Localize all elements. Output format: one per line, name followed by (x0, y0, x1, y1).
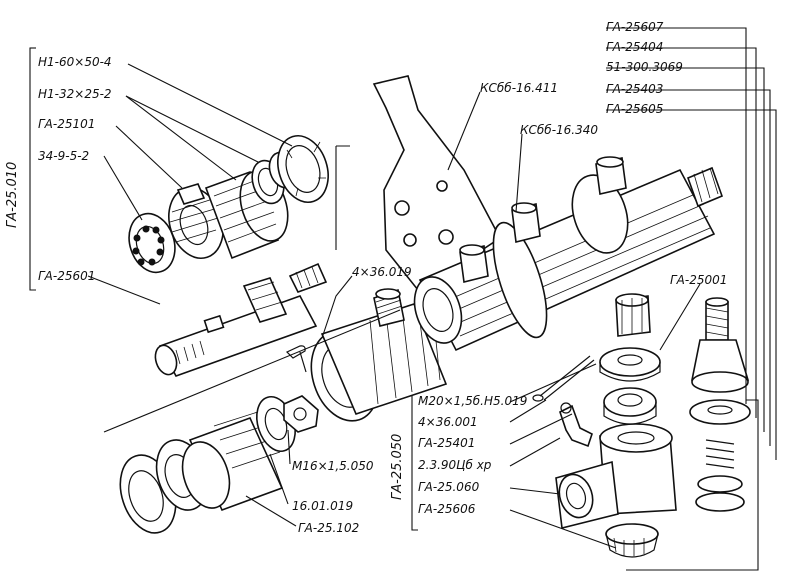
cap-ring-bottom (605, 523, 659, 558)
label-ga-25001: ГА-25001 (670, 273, 727, 287)
bracket-group-25050: ГА-25.050 (390, 385, 418, 531)
label-ga-25060: ГА-25.060 (418, 480, 480, 494)
label-ga-25101: ГА-25101 (38, 117, 95, 131)
threaded-shaft-25601 (154, 262, 328, 377)
label-ga-25605: ГА-25605 (606, 102, 663, 116)
pivot-tube-ks340 (413, 166, 724, 352)
label-ga-25601: ГА-25601 (38, 269, 95, 283)
grease-nipple-b (511, 202, 541, 243)
label-m20: М20×1,5б.Н5.019 (418, 394, 527, 408)
label-h1-60: Н1-60×50-4 (38, 55, 112, 69)
cotter-pin-001 (532, 355, 595, 402)
label-34-9-5-2: 34-9-5-2 (38, 149, 89, 163)
label-ga-25010: ГА-25.010 (5, 162, 20, 228)
bushing-ring-right (603, 387, 657, 425)
knuckle-housing (555, 423, 677, 529)
label-2-3-90: 2.3.90Цб хр (418, 458, 492, 472)
grease-nipple-c (595, 156, 627, 195)
label-h1-32: Н1-32×25-2 (38, 87, 112, 101)
label-4x36-019: 4×36.019 (352, 265, 412, 279)
bracket-group-25010: ГА-25.010 (5, 47, 36, 291)
large-seal-ring (277, 135, 329, 203)
washer-right (599, 347, 661, 382)
castle-nut-right (615, 293, 651, 337)
ball-bearing (128, 212, 176, 274)
label-ga-25607: ГА-25607 (606, 20, 664, 34)
label-ga-25403: ГА-25403 (606, 82, 663, 96)
label-ga-25102: ГА-25.102 (298, 521, 359, 535)
label-ga-25401: ГА-25401 (418, 436, 475, 450)
cotter-pin-019 (285, 345, 307, 373)
grease-fitting-angle (559, 402, 593, 448)
part-labels: Н1-60×50-4 Н1-32×25-2 ГА-25101 34-9-5-2 … (38, 20, 727, 535)
label-m16: М16×1,5.050 (292, 459, 374, 473)
grease-nipple-a (459, 244, 489, 283)
label-ga-25606: ГА-25606 (418, 502, 476, 516)
pivot-pin-25001 (691, 297, 750, 393)
bearing-housing-sleeve (310, 288, 448, 422)
label-ga-25050: ГА-25.050 (390, 434, 405, 500)
leader-lines (30, 27, 777, 571)
nut-m16 (283, 395, 319, 433)
label-4x36-001: 4×36.001 (418, 415, 478, 429)
spring-stack-right (689, 399, 751, 512)
label-ga-25404: ГА-25404 (606, 40, 663, 54)
label-16-01: 16.01.019 (292, 499, 353, 513)
label-51-300: 51-300.3069 (606, 60, 683, 74)
label-ks-340: КСбб-16.340 (520, 123, 598, 137)
label-ks-411: КСбб-16.411 (480, 81, 558, 95)
sleeve-25102 (181, 409, 284, 512)
